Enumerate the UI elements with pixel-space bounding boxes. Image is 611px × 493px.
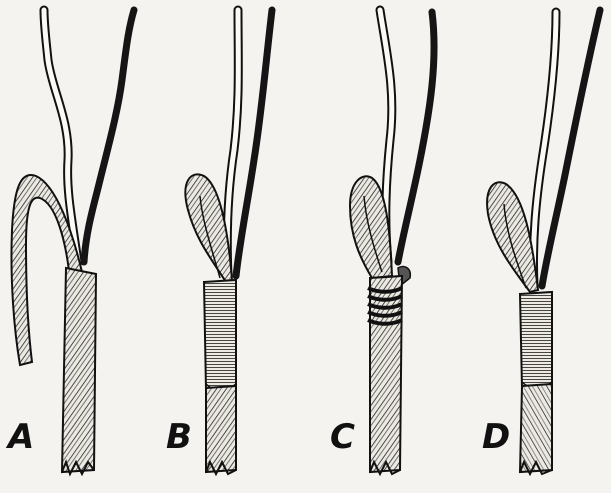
panel-b-tape-wrap bbox=[204, 280, 236, 390]
panel-a bbox=[11, 10, 134, 474]
panel-c-black-wire bbox=[398, 12, 434, 262]
panel-b bbox=[185, 10, 272, 474]
panel-d-folded-braid bbox=[487, 182, 538, 292]
panel-label-a: A bbox=[8, 420, 34, 454]
panel-d bbox=[487, 10, 600, 474]
panel-c bbox=[350, 10, 434, 474]
panel-a-black-wire bbox=[84, 10, 134, 262]
panel-d-cable bbox=[520, 384, 552, 472]
panel-label-d: D bbox=[482, 420, 510, 454]
panel-label-c: C bbox=[330, 420, 355, 454]
panel-a-cable bbox=[62, 268, 96, 472]
panel-label-b: B bbox=[166, 420, 192, 454]
panel-b-cable bbox=[206, 386, 236, 472]
panel-d-tape-wrap bbox=[520, 292, 552, 388]
